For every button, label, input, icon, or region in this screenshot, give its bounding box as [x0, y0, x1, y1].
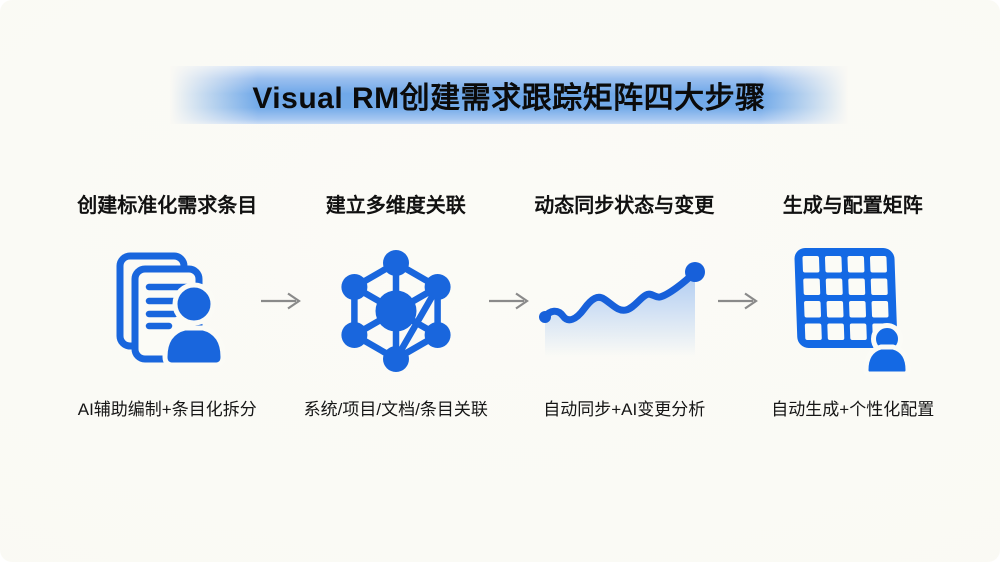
arrow-cell	[488, 193, 532, 311]
step-column-2: 建立多维度关联	[304, 193, 489, 420]
step-icon-box	[104, 241, 230, 381]
step-icon-box	[534, 241, 714, 381]
step-description: 自动同步+AI变更分析	[543, 400, 706, 419]
step-title: 创建标准化需求条目	[77, 195, 258, 217]
arrow-cell	[717, 193, 761, 311]
step-description: 自动生成+个性化配置	[771, 400, 935, 419]
step-title: 动态同步状态与变更	[534, 195, 715, 217]
step-column-1: 创建标准化需求条目 AI辅助编制+条	[75, 193, 260, 420]
step-title: 生成与配置矩阵	[782, 195, 923, 217]
step-description: AI辅助编制+条目化拆分	[77, 400, 257, 419]
step-column-4: 生成与配置矩阵	[761, 193, 946, 420]
network-graph-icon	[341, 250, 451, 372]
steps-row: 创建标准化需求条目 AI辅助编制+条	[75, 193, 945, 420]
step-title: 建立多维度关联	[325, 195, 466, 217]
arrow-right-icon	[489, 292, 529, 310]
step-icon-box	[341, 241, 451, 381]
step-icon-box	[791, 241, 915, 381]
arrow-right-icon	[260, 292, 301, 310]
documents-user-icon	[116, 252, 226, 368]
step-description: 系统/项目/文档/条目关联	[303, 400, 488, 419]
arrow-right-icon	[717, 292, 758, 310]
matrix-user-icon	[794, 248, 911, 377]
page-title: Visual RM创建需求跟踪矩阵四大步骤	[252, 82, 766, 115]
arrow-cell	[260, 193, 304, 311]
step-column-3: 动态同步状态与变更 自动同步+AI变更分析	[532, 193, 717, 420]
trend-chart-icon	[539, 262, 706, 361]
title-banner: Visual RM创建需求跟踪矩阵四大步骤	[170, 66, 848, 124]
